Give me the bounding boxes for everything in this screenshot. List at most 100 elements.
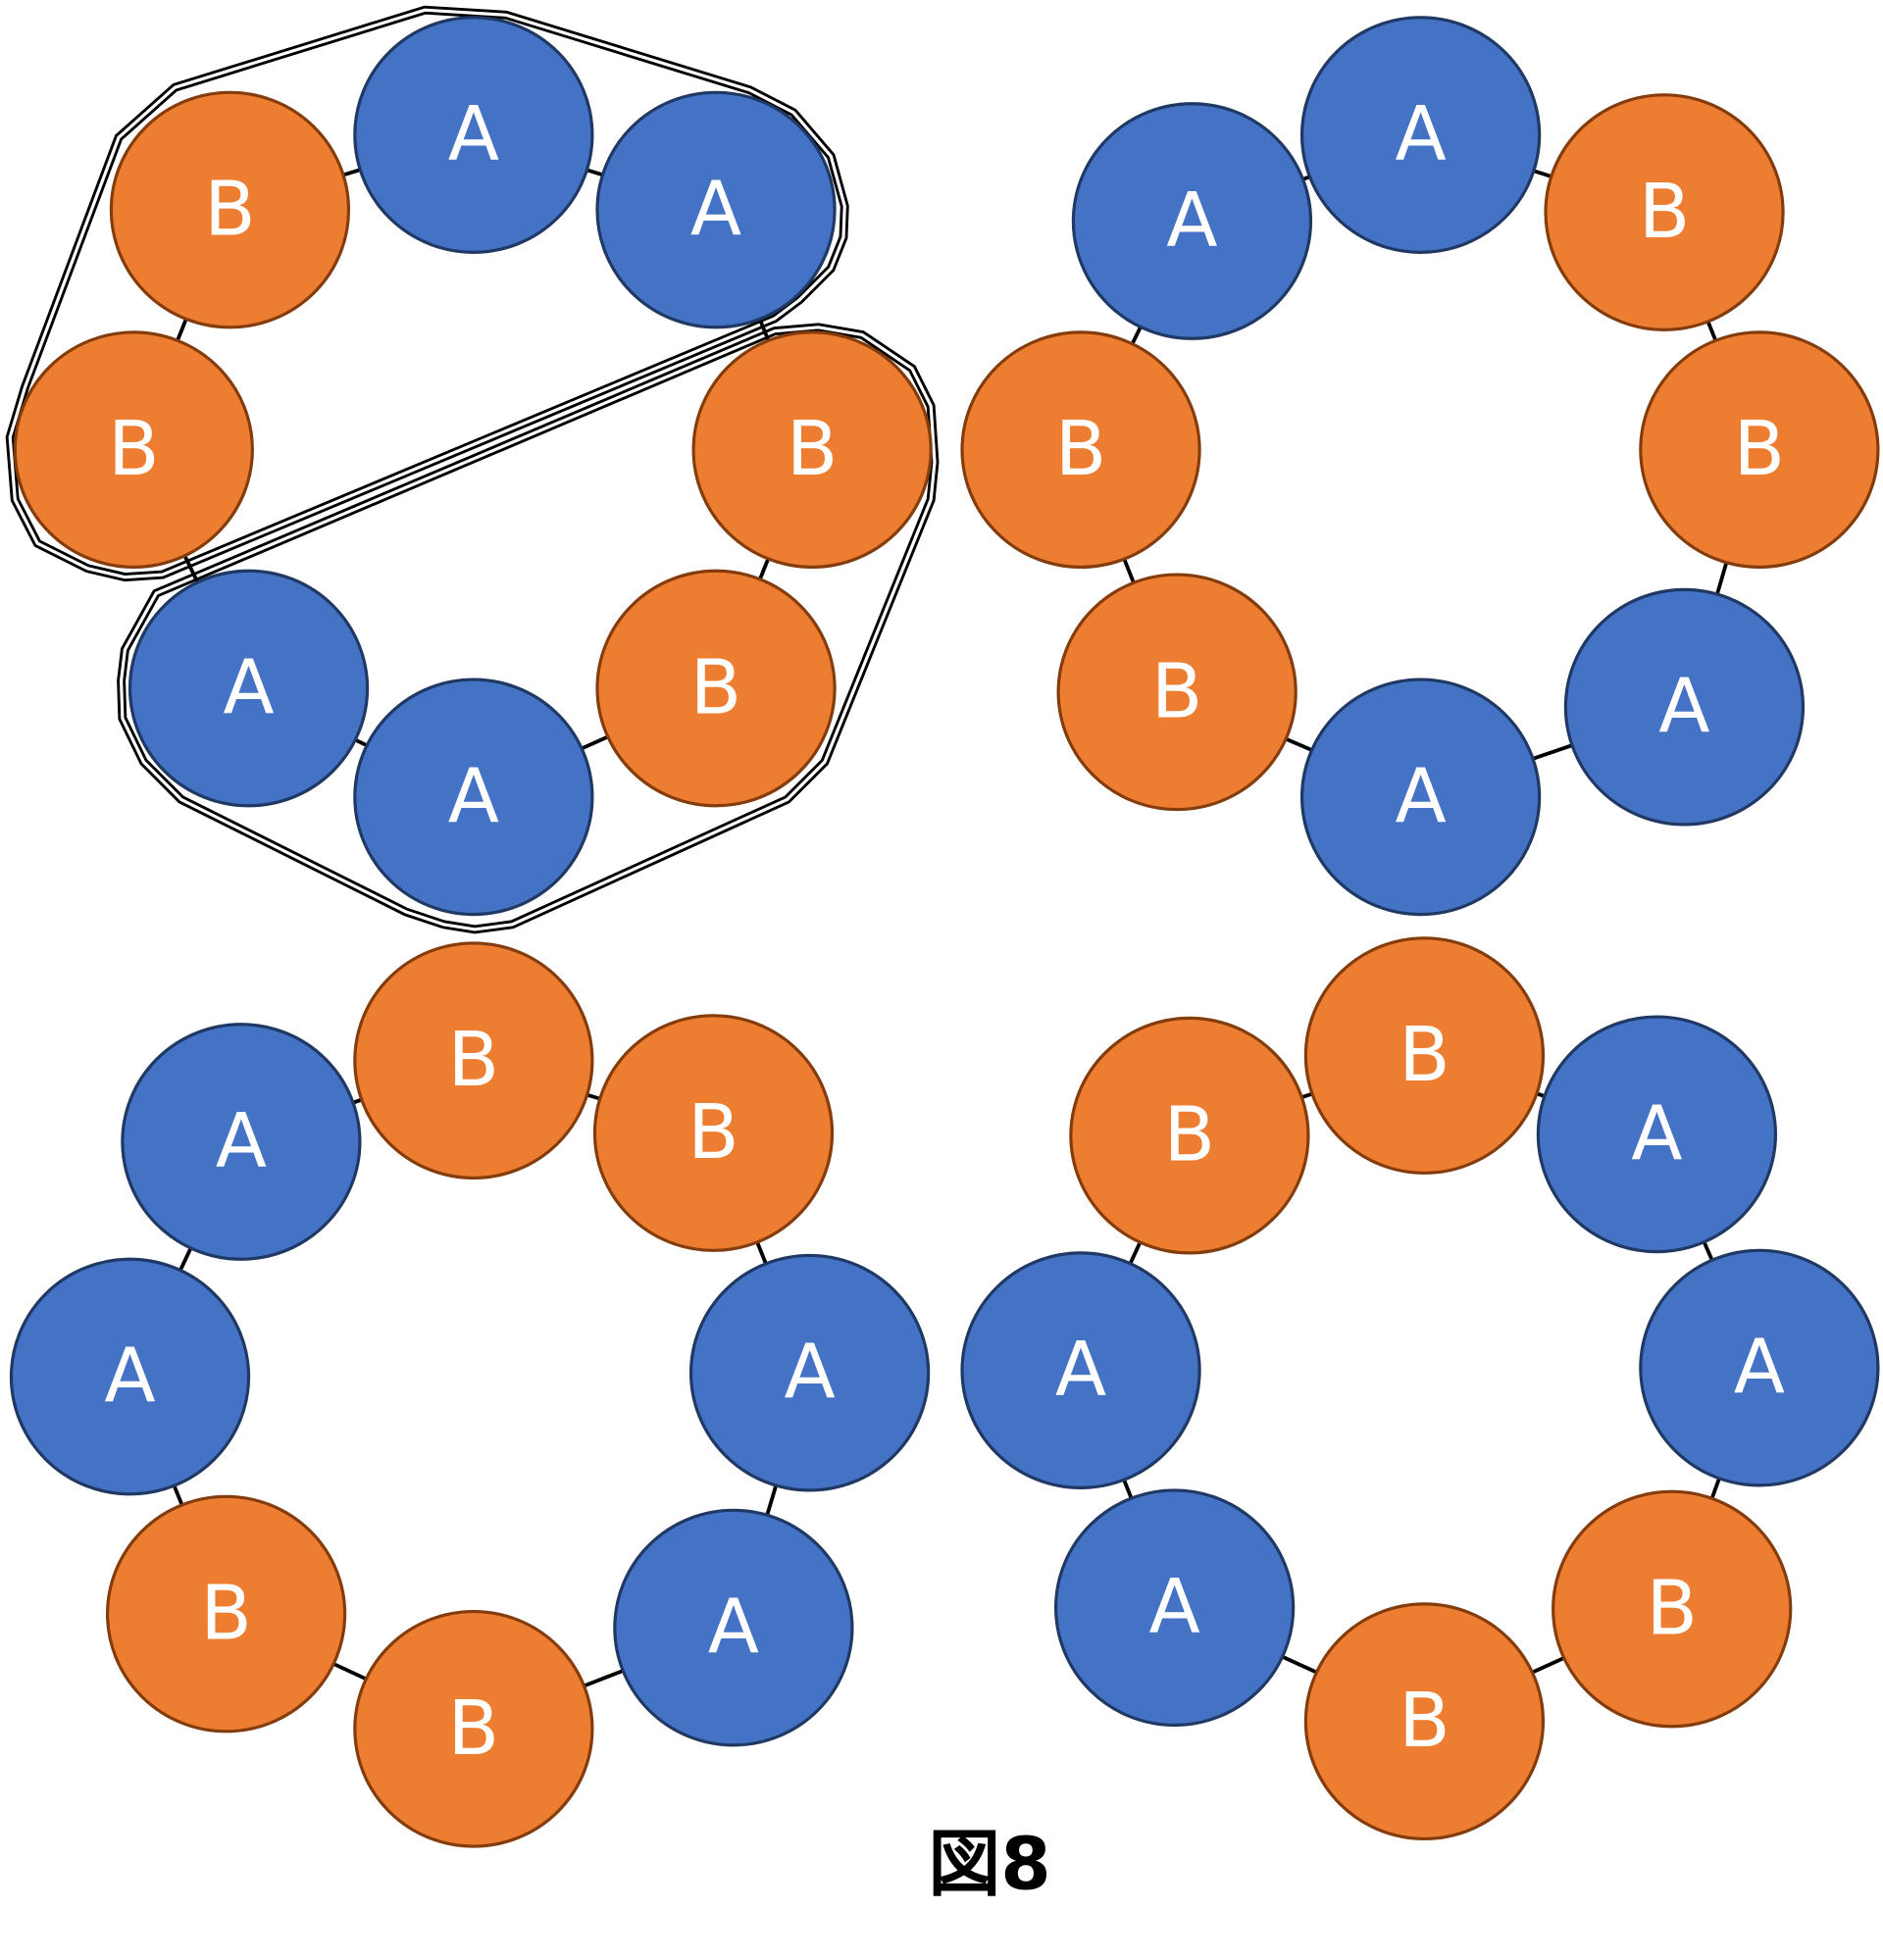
node-A: A [960, 1251, 1201, 1489]
node-B: B [1069, 1016, 1310, 1255]
node-circle [1563, 587, 1806, 827]
node-label: B [1734, 406, 1785, 493]
node-B: B [1639, 330, 1880, 570]
node-label: A [104, 1333, 155, 1421]
node-A: A [9, 1257, 251, 1496]
node-A: A [1563, 587, 1806, 827]
node-circle [105, 1494, 347, 1734]
node-circle [1056, 573, 1298, 812]
node-circle [9, 1257, 251, 1496]
node-label: B [448, 1017, 499, 1104]
node-A: A [613, 1508, 854, 1747]
node-label: B [1164, 1092, 1215, 1180]
node-A: A [353, 16, 594, 254]
node-label: B [204, 167, 255, 254]
group-outline-upper [5, 5, 849, 582]
node-label: B [690, 645, 741, 732]
node-circle [595, 569, 837, 808]
node-B: B [1544, 93, 1785, 331]
node-A: A [121, 1023, 362, 1261]
figure-caption: 図8 [928, 1822, 1050, 1906]
node-circle [1639, 1248, 1880, 1487]
node-label: B [1399, 1678, 1450, 1765]
node-label: B [1151, 648, 1202, 735]
node-circle [1071, 102, 1313, 340]
node-circle [127, 569, 370, 808]
node-A: A [595, 90, 837, 329]
node-A: A [1053, 1488, 1296, 1728]
node-label: B [108, 406, 159, 493]
ring-bottom-left: A B B A A B B A [9, 941, 931, 1848]
node-A: A [1299, 678, 1542, 917]
node-circle [1299, 16, 1542, 254]
node-circle [613, 1508, 854, 1747]
node-B: B [691, 330, 933, 570]
node-label: A [784, 1330, 835, 1417]
node-B: B [595, 569, 837, 808]
node-circle [1069, 1016, 1310, 1255]
node-A: A [127, 569, 370, 808]
node-B: B [1056, 573, 1298, 812]
node-label: B [448, 1685, 499, 1773]
node-B: B [960, 330, 1201, 570]
group-outline-lower [117, 323, 940, 934]
node-circle [688, 1253, 931, 1492]
node-B: B [109, 90, 351, 329]
node-label: A [1055, 1327, 1106, 1414]
node-label: A [1166, 177, 1217, 265]
node-A: A [1299, 16, 1542, 254]
node-circle [1053, 1488, 1296, 1728]
node-circle [1536, 1015, 1778, 1254]
node-label: A [708, 1584, 759, 1672]
node-A: A [353, 678, 594, 917]
node-label: B [1639, 169, 1690, 256]
node-B: B [1552, 1489, 1793, 1729]
group-outlines [5, 5, 940, 934]
node-circle [121, 1023, 362, 1261]
node-circle [353, 941, 594, 1181]
node-circle [1544, 93, 1785, 331]
node-label: A [1734, 1325, 1785, 1412]
node-A: A [1536, 1015, 1778, 1254]
node-label: B [1055, 406, 1106, 493]
node-circle [691, 330, 933, 570]
node-label: A [448, 753, 499, 840]
node-label: A [1395, 753, 1446, 840]
ring-top-right: A A B B A A B B [960, 16, 1880, 917]
node-label: A [1148, 1564, 1199, 1651]
node-A: A [1071, 102, 1313, 340]
node-B: B [353, 941, 594, 1181]
node-circle [353, 1609, 594, 1848]
node-circle [1299, 678, 1542, 917]
node-label: B [687, 1089, 738, 1177]
node-label: B [787, 406, 838, 493]
node-label: A [216, 1098, 267, 1185]
node-label: B [1646, 1565, 1697, 1652]
node-circle [1303, 936, 1546, 1175]
node-circle [1552, 1489, 1793, 1729]
node-A: A [1639, 1248, 1880, 1487]
node-circle [109, 90, 351, 329]
node-label: A [1395, 91, 1446, 178]
node-label: B [200, 1571, 251, 1658]
node-circle [353, 678, 594, 917]
node-label: B [1399, 1012, 1450, 1099]
node-B: B [13, 330, 254, 570]
node-B: B [353, 1609, 594, 1848]
node-circle [595, 90, 837, 329]
node-label: A [448, 91, 499, 178]
node-B: B [105, 1494, 347, 1734]
node-circle [13, 330, 254, 570]
node-label: A [1658, 664, 1709, 751]
node-circle [960, 330, 1201, 570]
node-B: B [1303, 936, 1546, 1175]
node-B: B [592, 1014, 835, 1252]
node-A: A [688, 1253, 931, 1492]
node-circle [353, 16, 594, 254]
node-label: A [690, 167, 741, 254]
node-circle [1639, 330, 1880, 570]
node-B: B [1303, 1602, 1546, 1841]
